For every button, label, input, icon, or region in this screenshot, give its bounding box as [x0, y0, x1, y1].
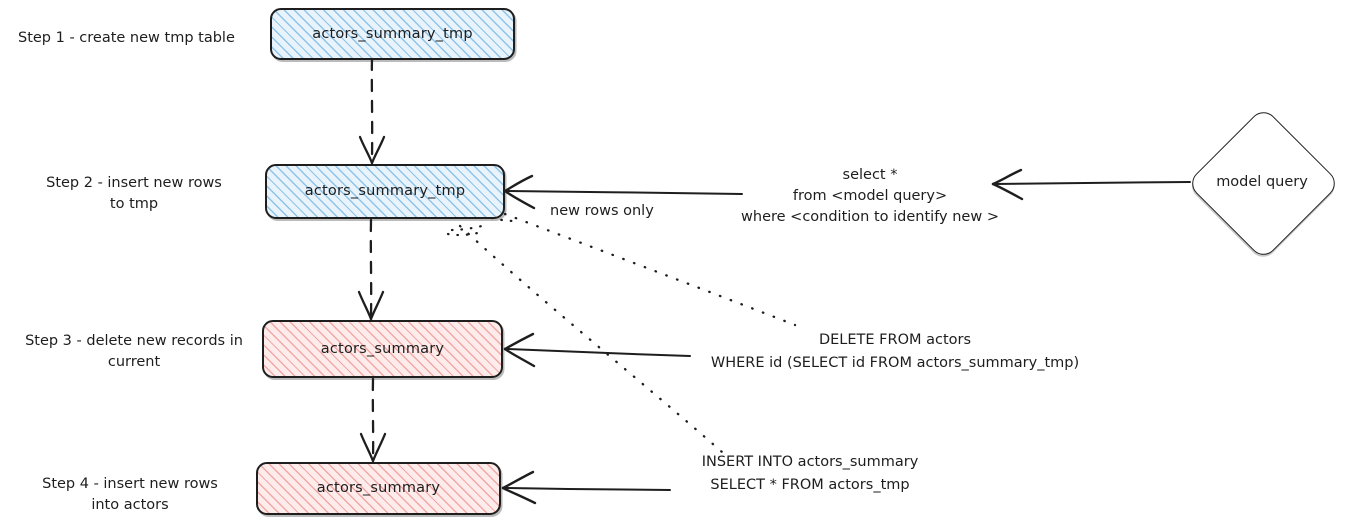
- step-1-label: Step 1 - create new tmp table: [18, 30, 235, 46]
- dotted-link-node2-to-delete-sql: [490, 212, 797, 327]
- node-label: actors_summary_tmp: [304, 183, 466, 200]
- annotation-delete-sql-line2: WHERE id (SELECT id FROM actors_summary_…: [710, 355, 1080, 371]
- connector-delete-sql-to-node3: [503, 332, 691, 368]
- annotation-delete-sql-line1: DELETE FROM actors: [818, 332, 972, 348]
- node-label: actors_summary: [316, 480, 441, 497]
- annotation-insert-sql-line2: SELECT * FROM actors_tmp: [710, 477, 910, 493]
- annotation-new-rows-only: new rows only: [550, 203, 654, 219]
- annotation-model-query-sql-line3: where <condition to identify new >: [741, 209, 999, 225]
- node-actors-summary-tmp-step2[interactable]: actors_summary_tmp: [265, 164, 505, 219]
- connector-node3-to-node4: [359, 377, 387, 463]
- node-label: model query: [1216, 174, 1308, 190]
- node-actors-summary-step4[interactable]: actors_summary: [256, 462, 501, 515]
- step-4-label-line2: into actors: [91, 497, 169, 513]
- node-actors-summary-step3[interactable]: actors_summary: [262, 320, 503, 378]
- node-label: actors_summary_tmp: [312, 25, 473, 42]
- step-2-label-line2: to tmp: [109, 196, 159, 212]
- node-actors-summary-tmp-step1[interactable]: actors_summary_tmp: [270, 8, 515, 60]
- step-3-label-line2: current: [107, 354, 161, 370]
- connector-node1-to-node2: [358, 57, 386, 165]
- connector-node2-to-node3: [357, 218, 385, 321]
- annotation-model-query-sql-line2: from <model query>: [792, 188, 948, 204]
- connector-source-to-sql: [991, 168, 1191, 201]
- connector-insert-sql-to-node4: [501, 470, 671, 505]
- node-model-query-source[interactable]: model query: [1185, 105, 1341, 261]
- step-3-label-line1: Step 3 - delete new records in: [25, 333, 243, 349]
- annotation-insert-sql-line1: INSERT INTO actors_summary: [701, 454, 919, 470]
- step-2-label-line1: Step 2 - insert new rows: [46, 175, 222, 191]
- annotation-model-query-sql-line1: select *: [842, 167, 898, 183]
- node-label: actors_summary: [320, 340, 445, 357]
- step-4-label-line1: Step 4 - insert new rows: [42, 476, 218, 492]
